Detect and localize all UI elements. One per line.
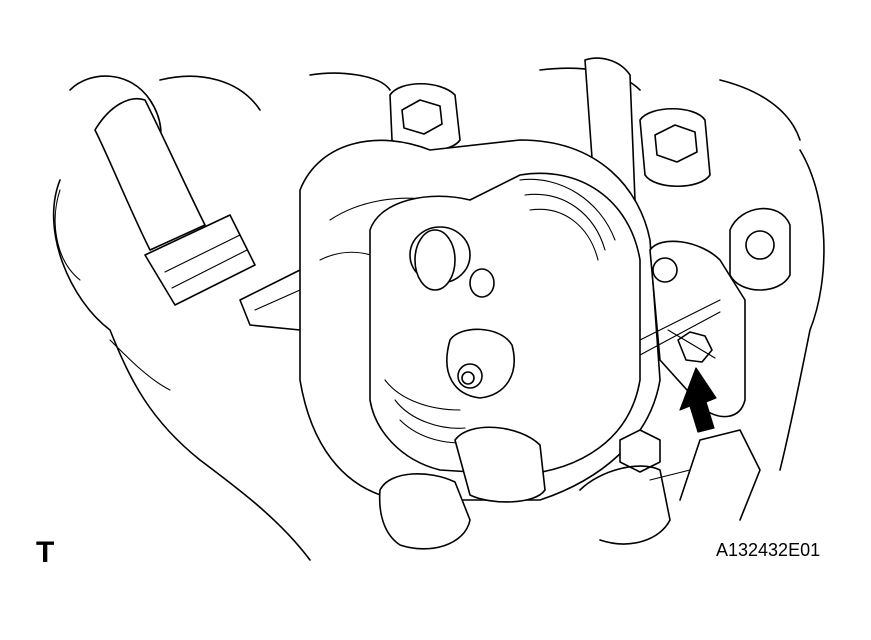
- figure-id: A132432E01: [716, 540, 821, 560]
- coolant-hose: [94, 98, 256, 306]
- mount-bolt-upper-right: [639, 107, 711, 188]
- view-label: T: [36, 536, 55, 569]
- flange-bolt: [639, 240, 746, 418]
- pointer-arrow: [679, 367, 717, 433]
- pulley-shaft: [446, 328, 515, 399]
- mount-boss: [409, 226, 495, 298]
- lower-components: [378, 426, 761, 550]
- right-housing: [729, 207, 791, 291]
